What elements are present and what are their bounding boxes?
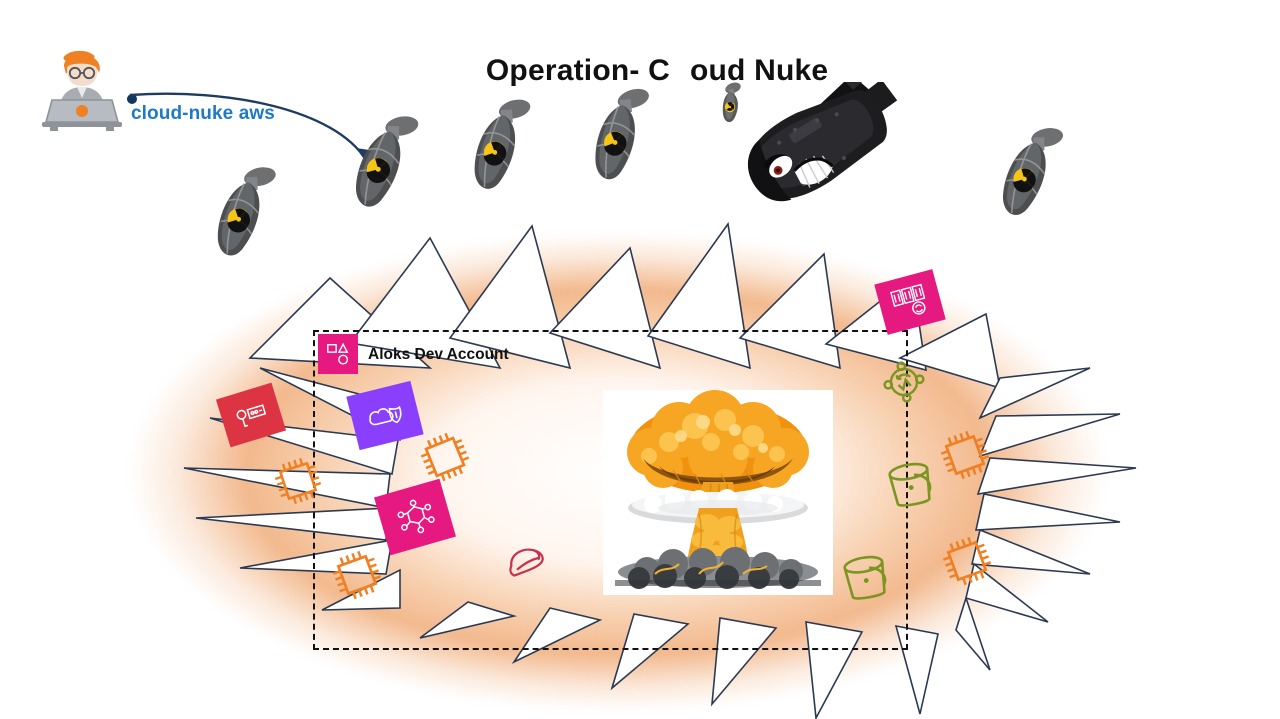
angry-bomb-character bbox=[722, 57, 922, 257]
page-title: Operation- C oud Nuke bbox=[0, 14, 1280, 128]
bomb-2 bbox=[340, 102, 427, 224]
iam-key-icon bbox=[215, 382, 287, 448]
ec2-chip-icon-1 bbox=[265, 448, 331, 514]
cloud-shield-icon bbox=[346, 380, 424, 451]
mushroom-cloud-image bbox=[603, 390, 833, 595]
page-title-part-2: oud Nuke bbox=[689, 54, 829, 87]
documentdb-icon bbox=[503, 540, 553, 585]
developer-avatar bbox=[36, 48, 128, 134]
ec2-chip-icon-5 bbox=[932, 526, 1001, 595]
devops-pipeline-icon bbox=[874, 269, 946, 335]
molecule-network-icon bbox=[374, 478, 456, 556]
account-label: Aloks Dev Account bbox=[368, 346, 509, 363]
title-bomb-icon bbox=[668, 46, 741, 123]
ec2-chip-icon-4 bbox=[930, 420, 999, 489]
lambda-gear-icon bbox=[874, 352, 934, 412]
ec2-chip-icon-3 bbox=[322, 540, 391, 609]
explosion-spikes bbox=[183, 221, 1137, 719]
aws-account-shapes-icon bbox=[318, 334, 358, 374]
command-label: cloud-nuke aws bbox=[131, 103, 275, 124]
ec2-chip-icon-2 bbox=[410, 422, 480, 492]
page-title-part-1: Operation- C bbox=[485, 54, 670, 87]
s3-bucket-icon-2 bbox=[833, 543, 905, 615]
bomb-3 bbox=[461, 88, 537, 204]
command-anchor-dot bbox=[127, 94, 137, 104]
bomb-4 bbox=[583, 78, 655, 193]
s3-bucket-icon-1 bbox=[878, 450, 950, 522]
bomb-5 bbox=[988, 113, 1071, 234]
